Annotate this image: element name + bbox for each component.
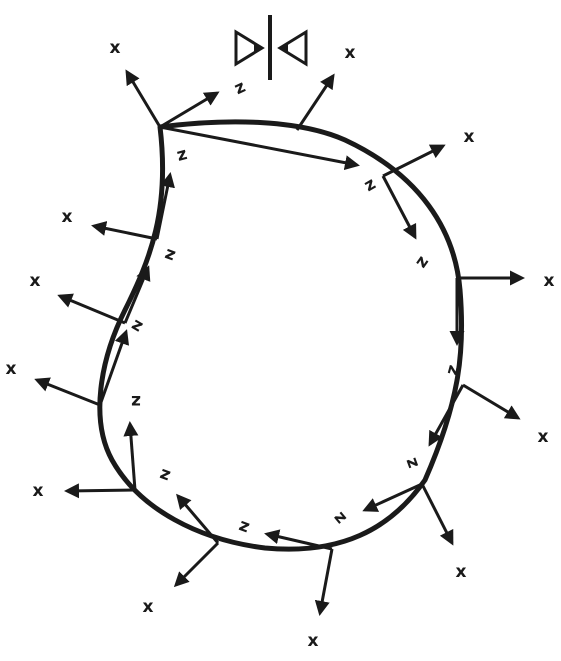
z-axis-arrow (264, 529, 333, 551)
butterfly-valve-icon (234, 15, 308, 80)
z-axis-arrow (155, 172, 175, 240)
z-axis-label: z (329, 508, 351, 529)
x-axis-label: x (538, 427, 549, 447)
x-axis-arrow (382, 144, 446, 178)
closed-curve (97, 119, 465, 552)
x-axis-arrow (91, 221, 158, 241)
x-axis-arrow (295, 73, 335, 131)
x-axis-label: x (62, 207, 73, 227)
z-axis-label: z (361, 174, 380, 196)
x-axis-label: x (345, 43, 356, 63)
x-axis-label: x (6, 359, 17, 379)
z-axis-label: z (157, 464, 173, 486)
z-axis-arrow (381, 175, 417, 240)
z-axis-label: z (411, 252, 433, 272)
x-axis-arrow (420, 483, 454, 546)
z-axis-label: z (131, 391, 141, 411)
z-axis-arrow (98, 329, 130, 406)
x-axis-arrow (314, 548, 334, 616)
x-axis-arrow (125, 69, 162, 128)
x-axis-label: x (464, 127, 475, 147)
z-axis-label: z (401, 455, 423, 471)
z-axis-arrow (123, 421, 139, 491)
z-axis-label: z (231, 77, 249, 99)
x-axis-label: x (308, 631, 319, 651)
z-axis-arrow (123, 265, 151, 324)
z-axis-arrow (159, 125, 360, 171)
x-axis-arrow (34, 377, 101, 407)
x-axis-label: x (110, 38, 121, 58)
x-axis-label: x (30, 271, 41, 291)
z-axis-label: z (175, 144, 190, 166)
z-axis-label: z (236, 516, 252, 538)
x-axis-arrow (57, 293, 126, 325)
x-axis-label: x (143, 597, 154, 617)
z-axis-arrow (159, 91, 220, 129)
x-axis-label: x (456, 562, 467, 582)
z-axis-arrow (428, 384, 465, 447)
x-axis-label: x (544, 271, 555, 291)
x-axis-label: x (33, 481, 44, 501)
x-axis-arrow (462, 383, 521, 420)
z-axis-label: z (128, 315, 147, 337)
x-axis-arrow (64, 483, 136, 499)
z-axis-arrow (362, 482, 423, 512)
z-axis-arrow (176, 493, 220, 544)
z-axis-label: z (162, 244, 178, 266)
x-axis-arrow (173, 541, 220, 588)
